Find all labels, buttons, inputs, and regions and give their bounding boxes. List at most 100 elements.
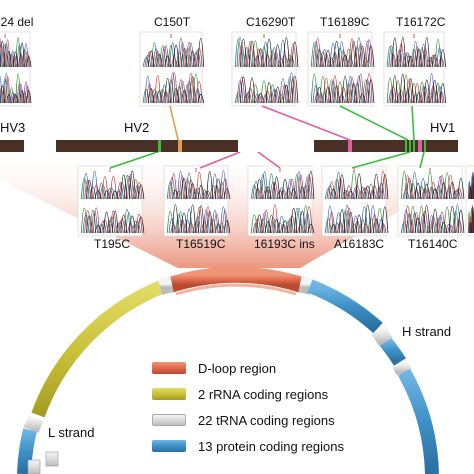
trna-block-left xyxy=(45,451,59,467)
mutation-label-bottom-2: T16519C xyxy=(176,237,226,251)
chromatogram-top-2-trace xyxy=(146,72,203,104)
trna-block-left-2 xyxy=(27,459,41,474)
chromatogram-bottom-edge-trace xyxy=(468,170,474,200)
chromatogram-top-3-trace xyxy=(240,75,299,104)
mutation-label-bottom-4: A16183C xyxy=(334,237,384,251)
chromatogram-bottom-5 xyxy=(397,165,463,237)
mutation-label-top-4: T16189C xyxy=(320,15,370,29)
legend-item-trna: 22 tRNA coding regions xyxy=(152,412,335,428)
bar-gap-3 xyxy=(458,140,474,152)
chromatogram-top-5-trace xyxy=(391,36,446,68)
chromatogram-top-5-trace xyxy=(391,73,446,104)
chromatogram-bottom-edge-trace xyxy=(469,206,474,234)
chromatogram-top-3-trace xyxy=(240,37,299,68)
connector-t16189c xyxy=(339,105,409,141)
chromatogram-bottom-edge-trace xyxy=(469,172,474,200)
mutation-label-bottom-1: T195C xyxy=(94,237,130,251)
mutation-label-bottom-5: T16140C xyxy=(408,237,458,251)
trna-arc-3 xyxy=(371,325,393,347)
chromatogram-bottom-5-trace xyxy=(402,204,461,234)
legend-swatch-protein xyxy=(152,440,186,452)
chromatogram-bottom-4-trace xyxy=(330,173,389,200)
bar-gap-2 xyxy=(238,140,314,152)
chromatogram-bottom-4-trace xyxy=(326,205,385,234)
bar-gap-1 xyxy=(24,140,56,152)
protein-arc-1 xyxy=(307,279,383,334)
bar-mark-6 xyxy=(413,140,415,152)
h-strand-label: H strand xyxy=(402,324,451,339)
legend-label-dloop: D-loop region xyxy=(198,360,277,376)
protein-arc-2 xyxy=(378,335,406,366)
dloop-arc-inner xyxy=(175,283,297,296)
legend-swatch-dloop xyxy=(152,362,186,374)
legend-item-protein: 13 protein coding regions xyxy=(152,438,344,454)
chromatogram-bottom-3-trace xyxy=(256,208,315,234)
chromatogram-bottom-3-trace xyxy=(252,171,311,200)
trna-arc-4 xyxy=(392,360,412,376)
connector-a16183c xyxy=(351,151,411,169)
connector-t16140c xyxy=(419,151,425,169)
chromatogram-bottom-2-trace xyxy=(172,204,231,234)
chromatogram-bottom-3-trace xyxy=(256,171,315,200)
chromatogram-top-4-trace xyxy=(316,41,375,68)
region-label-hv1: HV1 xyxy=(430,120,455,135)
chromatogram-top-1-trace xyxy=(0,72,29,104)
dloop-arc xyxy=(167,266,305,293)
chromatogram-top-2-trace xyxy=(146,42,203,68)
connector-t16172c xyxy=(411,105,415,141)
chromatogram-top-1-trace xyxy=(0,76,30,104)
bar-mark-8 xyxy=(424,140,426,152)
l-strand-label: L strand xyxy=(48,425,95,440)
legend-label-trna: 22 tRNA coding regions xyxy=(198,412,335,428)
chromatogram-bottom-2-trace xyxy=(166,178,226,200)
chromatogram-top-3-trace xyxy=(234,39,294,68)
region-label-hv3: HV3 xyxy=(0,120,25,135)
chromatogram-bottom-1-trace xyxy=(86,170,145,200)
trna-arc-1 xyxy=(157,276,174,295)
mutation-label-bottom-3: 16193C ins xyxy=(254,237,315,251)
mutation-label-top-5: T16172C xyxy=(396,15,446,29)
legend-item-dloop: D-loop region xyxy=(152,360,276,376)
chromatogram-top-1-trace xyxy=(0,40,32,68)
chromatogram-top-2-trace xyxy=(144,38,201,68)
bottom-chromatograms: T195C T16519C 16193C ins A16183C T16140C xyxy=(77,165,474,251)
bar-mark-7 xyxy=(418,140,422,152)
chromatogram-top-2-trace xyxy=(147,38,205,68)
chromatogram-top-4-trace xyxy=(316,76,375,104)
chromatogram-bottom-edge xyxy=(465,165,474,237)
chromatogram-bottom-2-trace xyxy=(170,172,229,200)
chromatogram-top-1-trace xyxy=(0,37,29,68)
legend-item-rrna: 2 rRNA coding regions xyxy=(152,386,328,402)
chromatogram-bottom-1-trace xyxy=(80,175,140,200)
legend-swatch-rrna xyxy=(152,388,186,400)
chromatogram-bottom-2-trace xyxy=(172,171,231,200)
mutation-label-top-3: C16290T xyxy=(246,15,296,29)
chromatogram-bottom-1 xyxy=(77,165,143,237)
chromatogram-bottom-4-trace xyxy=(330,204,389,234)
connector-t16519c xyxy=(199,151,241,169)
chromatogram-top-1-trace xyxy=(0,73,28,104)
chromatogram-top-2-trace xyxy=(144,72,201,104)
rrna-arc xyxy=(31,279,167,418)
bar-mark-3 xyxy=(348,140,352,152)
bar-mark-5 xyxy=(409,140,411,152)
mutation-label-top-1: 524 del xyxy=(0,15,33,29)
chromatogram-top-2-trace xyxy=(147,76,205,104)
chromatogram-bottom-4-trace xyxy=(328,170,387,200)
connector-c16290t xyxy=(261,105,351,141)
chromatogram-bottom-5-trace xyxy=(400,206,460,234)
chromatogram-top-4-trace xyxy=(312,36,371,68)
chromatogram-bottom-5-trace xyxy=(406,205,465,234)
legend-swatch-trna xyxy=(152,414,186,426)
chromatogram-bottom-2 xyxy=(163,165,229,237)
chromatogram-bottom-2-trace xyxy=(168,170,227,200)
chromatogram-bottom-4 xyxy=(321,165,387,237)
chromatogram-bottom-5-trace xyxy=(406,177,465,200)
legend-label-rrna: 2 rRNA coding regions xyxy=(198,386,329,402)
chromatogram-bottom-1-trace xyxy=(86,210,145,234)
bar-mark-2 xyxy=(178,140,182,152)
trna-arc-5 xyxy=(23,414,44,433)
bar-mark-1 xyxy=(158,140,161,152)
